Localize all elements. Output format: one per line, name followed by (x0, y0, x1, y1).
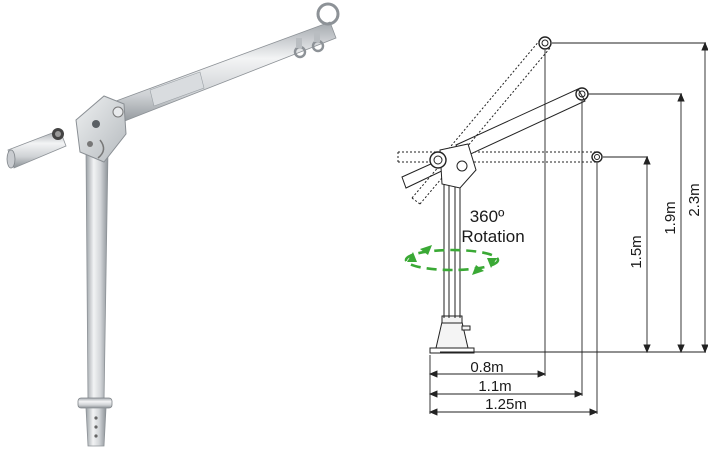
reach-labels: 0.8m 1.1m 1.25m (470, 359, 527, 413)
rotation-label-line1: 360º (470, 207, 505, 226)
rotation-label-line2: Rotation (461, 227, 524, 246)
height-dimension-lines (440, 41, 708, 354)
height-labels: 1.5m 1.9m 2.3m (628, 183, 703, 268)
diagram-mast (443, 175, 461, 318)
boom-position-mid (401, 88, 586, 189)
pivot-plate (75, 95, 127, 163)
reach-label-1-1m: 1.1m (478, 378, 511, 395)
boom-tip-eyelets (293, 2, 340, 59)
boom-tip-low (591, 151, 603, 163)
reach-label-0-8m: 0.8m (470, 359, 503, 376)
diagram-pivot-head (429, 143, 477, 189)
boom-tip-high (538, 36, 552, 50)
rotation-arrowheads (407, 245, 497, 275)
rotation-label: 360º Rotation (461, 207, 524, 246)
height-label-1-5m: 1.5m (628, 235, 645, 268)
main-boom-tube (107, 21, 337, 127)
base-socket (77, 397, 113, 447)
boom-position-high (411, 39, 551, 205)
rotation-arrows (404, 248, 500, 272)
technical-diagram (397, 36, 708, 416)
mast-tube (85, 149, 109, 403)
ground-plate (429, 315, 475, 354)
davit-crane-product-image (6, 2, 340, 447)
height-label-2-3m: 2.3m (686, 183, 703, 216)
height-label-1-9m: 1.9m (662, 201, 679, 234)
rear-boom-stub (6, 128, 67, 169)
reach-dimension-lines (428, 50, 599, 416)
reach-label-1-25m: 1.25m (485, 396, 527, 413)
